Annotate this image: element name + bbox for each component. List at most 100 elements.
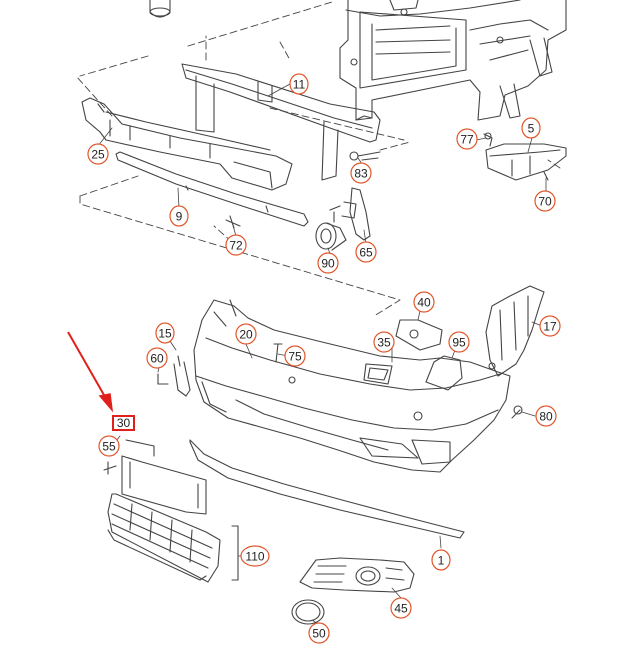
callout-label: 20	[239, 328, 253, 342]
callout-75: 75	[284, 345, 306, 367]
callout-label: 50	[312, 627, 326, 641]
screw-75-part	[273, 343, 283, 363]
callout-circle	[521, 117, 541, 139]
spoiler-strip-part	[115, 151, 309, 227]
screw-83-part	[349, 151, 381, 161]
highlighted-part-label: 30	[117, 416, 131, 430]
callout-circle	[169, 205, 189, 227]
callout-label: 95	[452, 336, 466, 350]
horn-bracket-part	[341, 187, 371, 241]
cap-35-part	[363, 363, 393, 385]
callout-83: 83	[350, 162, 372, 184]
callout-35: 35	[373, 331, 395, 353]
callout-circle	[413, 291, 435, 313]
bracket-lines-110	[231, 525, 239, 581]
callout-65: 65	[355, 241, 377, 263]
callout-circle	[355, 241, 377, 263]
callout-15: 15	[155, 322, 175, 344]
callout-circle	[539, 315, 561, 337]
lower-trim-strip-part	[189, 439, 465, 539]
callout-label: 83	[354, 167, 368, 181]
callout-55: 55	[98, 435, 120, 457]
horn-part	[315, 205, 347, 251]
callout-label: 17	[543, 320, 557, 334]
callout-circle	[534, 190, 556, 212]
callout-label: 25	[91, 148, 105, 162]
callout-circle	[390, 597, 412, 619]
callout-label: 9	[176, 210, 183, 224]
callout-72: 72	[225, 234, 247, 256]
callout-70: 70	[534, 190, 556, 212]
callout-circle	[456, 128, 478, 150]
energy-absorber-part	[81, 97, 293, 191]
callout-label: 45	[394, 602, 408, 616]
callout-40: 40	[413, 291, 435, 313]
license-plate-bracket-part	[121, 439, 207, 515]
callout-circle	[235, 323, 257, 345]
callout-label: 70	[538, 195, 552, 209]
callout-90: 90	[317, 252, 339, 274]
callout-circle	[431, 549, 451, 571]
callout-label: 11	[293, 78, 306, 92]
lower-grille-part	[107, 493, 221, 583]
callout-11: 11	[289, 73, 309, 95]
callout-label: 35	[377, 336, 391, 350]
callout-45: 45	[390, 597, 412, 619]
fog-lamp-grille-part	[299, 557, 415, 593]
callout-circle	[225, 234, 247, 256]
callout-95: 95	[448, 331, 470, 353]
callout-label: 110	[245, 550, 264, 564]
callout-label: 40	[417, 296, 431, 310]
callout-label: 80	[539, 410, 553, 424]
callout-label: 1	[438, 554, 445, 568]
callout-circle	[98, 435, 120, 457]
callout-label: 55	[102, 440, 116, 454]
callout-17: 17	[539, 315, 561, 337]
callout-label: 72	[229, 239, 243, 253]
callout-110: 110	[240, 545, 270, 567]
callout-circle	[317, 252, 339, 274]
top-cylinder-part	[149, 0, 171, 18]
clip-77-part	[483, 132, 493, 147]
callout-25: 25	[87, 143, 109, 165]
callout-label: 77	[460, 133, 474, 147]
callout-label: 75	[288, 350, 302, 364]
callout-label: 5	[528, 122, 535, 136]
bumper-cover-part	[193, 299, 511, 473]
callout-circle	[448, 331, 470, 353]
callout-circle	[87, 143, 109, 165]
callout-circle	[373, 331, 395, 353]
callout-1: 1	[431, 549, 451, 571]
callout-label: 65	[359, 246, 373, 260]
assembly-dashed-lines	[75, 1, 561, 317]
callout-5: 5	[521, 117, 541, 139]
callout-9: 9	[169, 205, 189, 227]
callout-circle	[289, 73, 309, 95]
callout-label: 60	[150, 352, 164, 366]
bracket-5-part	[485, 143, 567, 181]
bolt-80-part	[511, 405, 523, 419]
callout-circle	[240, 545, 270, 567]
callout-label: 90	[321, 257, 335, 271]
callout-circle	[155, 322, 175, 344]
clip-60-part	[157, 373, 169, 385]
callout-circle	[535, 405, 557, 427]
callout-80: 80	[535, 405, 557, 427]
callout-circle	[284, 345, 306, 367]
side-bracket-part	[485, 285, 545, 377]
callout-circle	[308, 622, 330, 644]
lock-carrier-part	[339, 0, 567, 121]
bracket-15-part	[173, 355, 191, 397]
callout-circle	[146, 347, 168, 369]
highlighted-part-box: 30	[112, 415, 135, 431]
ring-50-part	[291, 599, 325, 625]
callout-50: 50	[308, 622, 330, 644]
callout-20: 20	[235, 323, 257, 345]
pointer-arrow	[67, 331, 114, 413]
callout-label: 15	[158, 327, 172, 341]
cap-95-part	[425, 355, 463, 391]
callout-60: 60	[146, 347, 168, 369]
